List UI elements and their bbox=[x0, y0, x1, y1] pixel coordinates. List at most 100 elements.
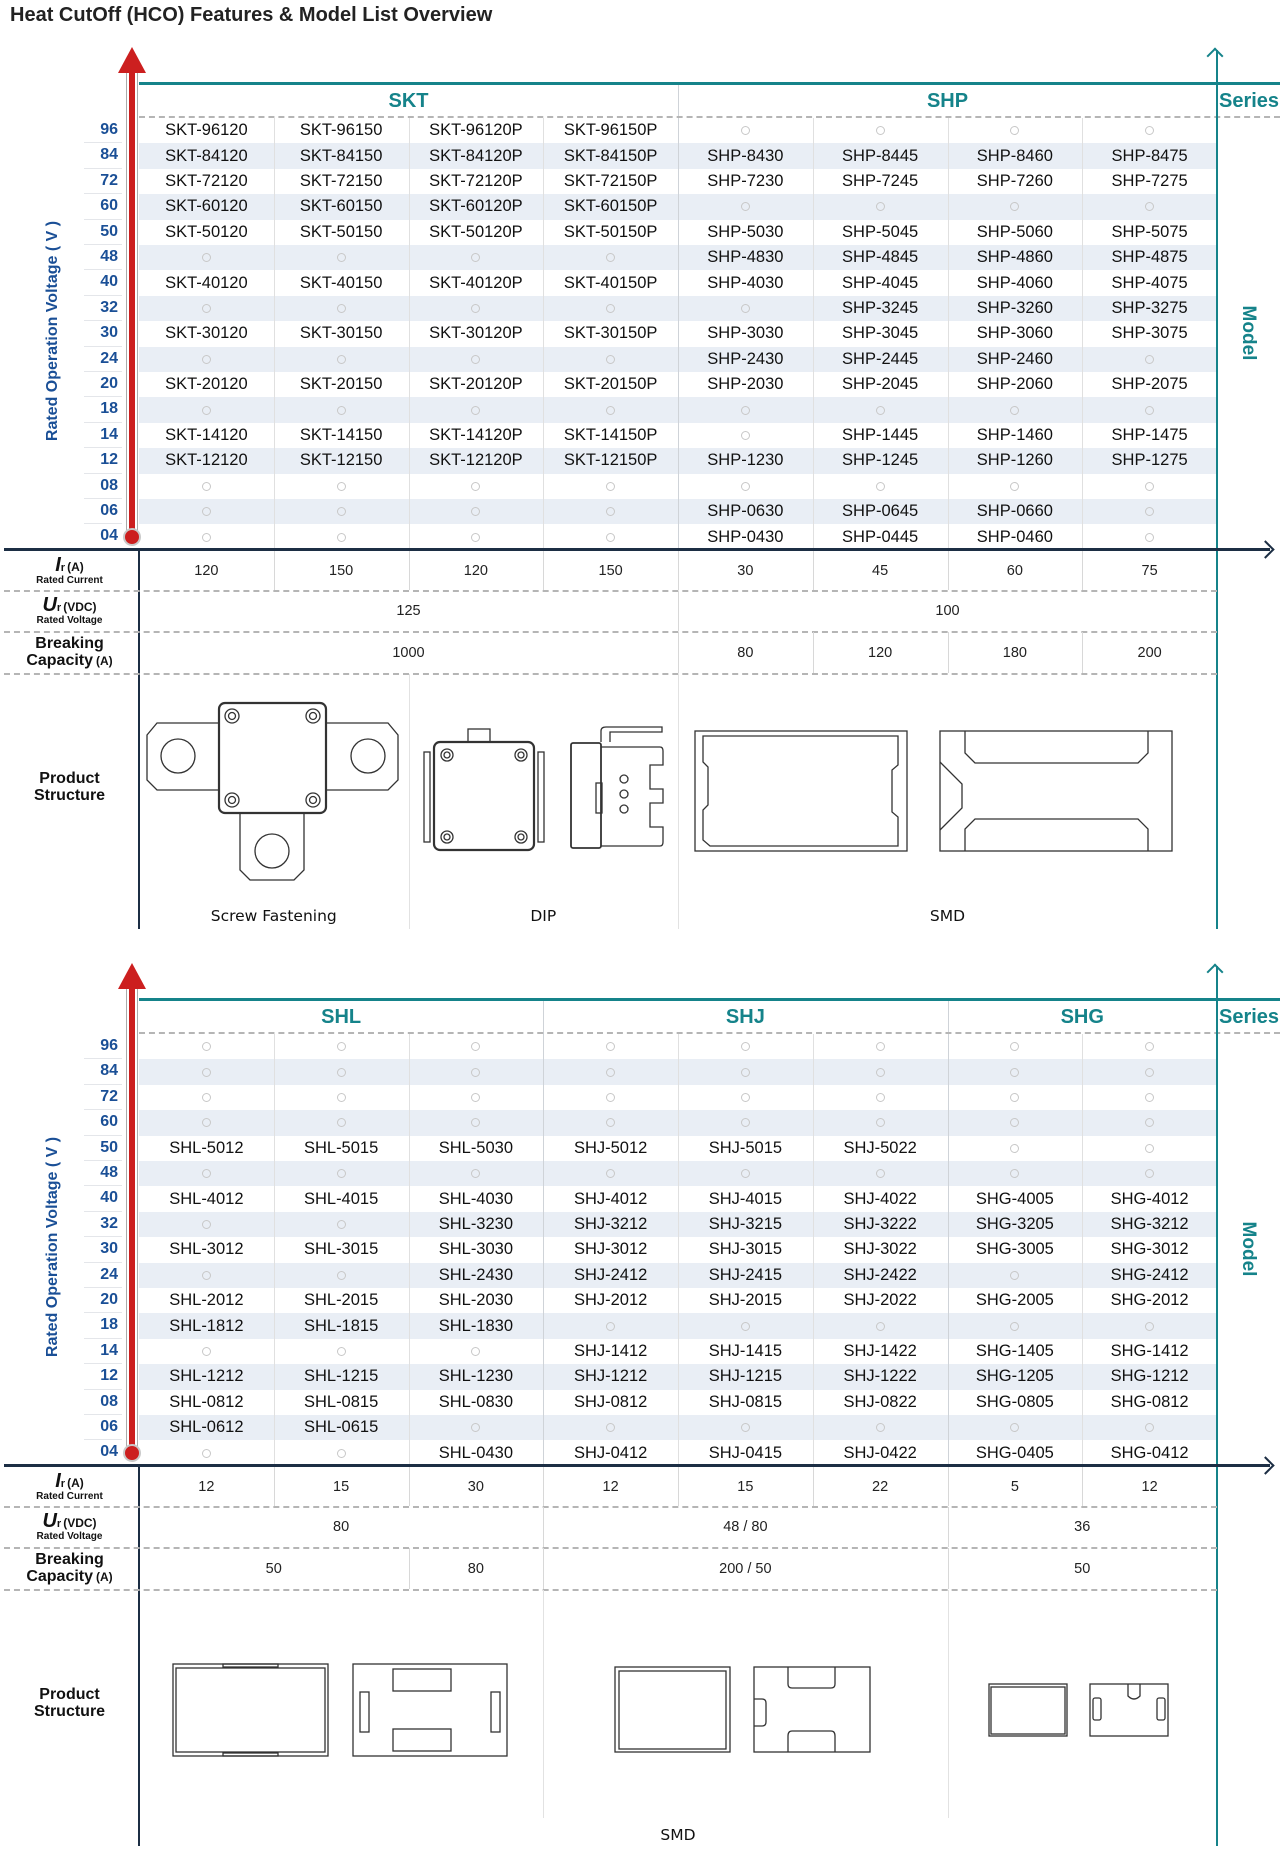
screw-fastening-drawing bbox=[146, 701, 399, 881]
voltage-tick bbox=[84, 498, 122, 499]
symbol: U bbox=[42, 1510, 57, 1533]
empty-cell bbox=[813, 1110, 948, 1135]
empty-cell bbox=[139, 474, 274, 499]
voltage-axis-label: Rated Operation Voltage ( V ) bbox=[44, 1136, 61, 1358]
empty-circle-icon bbox=[740, 126, 750, 136]
empty-circle-icon bbox=[740, 202, 750, 212]
model-cell: SHJ-4012 bbox=[573, 1189, 648, 1208]
empty-cell bbox=[678, 1034, 813, 1059]
breaking-capacity-value: 200 bbox=[1137, 644, 1162, 661]
model-cell: SHJ-4015 bbox=[708, 1189, 783, 1208]
model-cell: SKT-84150 bbox=[299, 146, 383, 165]
empty-cell bbox=[678, 194, 813, 219]
empty-cell bbox=[1082, 1313, 1217, 1338]
symbol-subscript: r bbox=[56, 602, 62, 615]
empty-cell bbox=[139, 1161, 274, 1186]
model-cell: SHP-2460 bbox=[976, 349, 1053, 368]
model-cell: SKT-14150P bbox=[563, 425, 658, 444]
rated-voltage-value: 48 / 80 bbox=[723, 1519, 768, 1535]
row-label-line1: Breaking bbox=[35, 1550, 104, 1568]
empty-cell bbox=[1082, 474, 1217, 499]
column-divider bbox=[947, 632, 949, 673]
empty-circle-icon bbox=[1145, 1118, 1155, 1128]
model-cell: SHJ-2422 bbox=[843, 1265, 917, 1284]
column-divider bbox=[812, 551, 814, 590]
empty-circle-icon bbox=[336, 1118, 346, 1128]
empty-cell bbox=[1082, 1415, 1217, 1440]
empty-circle-icon bbox=[1145, 507, 1155, 517]
empty-circle-icon bbox=[471, 405, 481, 415]
row-label-symbol: Ir(A) bbox=[55, 554, 84, 576]
model-cell: SKT-12120P bbox=[429, 451, 523, 470]
empty-cell bbox=[678, 474, 813, 499]
column-divider bbox=[947, 999, 949, 1465]
empty-circle-icon bbox=[336, 1067, 346, 1077]
model-cell: SHP-0660 bbox=[976, 502, 1053, 521]
model-cell: SHL-1215 bbox=[303, 1367, 379, 1386]
model-cell: SKT-84120 bbox=[165, 146, 248, 165]
column-divider bbox=[678, 1467, 679, 1506]
empty-cell bbox=[139, 296, 274, 321]
model-cell: SHJ-1215 bbox=[708, 1367, 783, 1386]
empty-cell bbox=[543, 1313, 678, 1338]
empty-cell bbox=[678, 423, 813, 448]
empty-circle-icon bbox=[1010, 1118, 1020, 1128]
column-divider bbox=[408, 1467, 410, 1506]
empty-circle-icon bbox=[1010, 1423, 1020, 1433]
empty-cell bbox=[274, 1212, 409, 1237]
empty-cell bbox=[1082, 1034, 1217, 1059]
empty-circle-icon bbox=[606, 1423, 616, 1433]
empty-circle-icon bbox=[1145, 126, 1155, 136]
row-label-caption: Rated Voltage bbox=[36, 1531, 103, 1543]
series-top-line bbox=[139, 82, 1280, 85]
breaking-capacity-value: 50 bbox=[265, 1560, 282, 1577]
model-cell: SKT-60150 bbox=[299, 197, 383, 216]
empty-circle-icon bbox=[1145, 405, 1155, 415]
dip-drawing bbox=[423, 726, 664, 852]
model-cell: SHL-2030 bbox=[438, 1291, 514, 1310]
model-axis-line bbox=[1216, 50, 1218, 929]
empty-circle-icon bbox=[740, 1321, 750, 1331]
voltage-tick bbox=[84, 1058, 122, 1060]
empty-circle-icon bbox=[606, 1118, 616, 1128]
empty-cell bbox=[274, 1161, 409, 1186]
model-cell: SHG-3205 bbox=[975, 1214, 1054, 1233]
empty-circle-icon bbox=[1145, 202, 1155, 212]
empty-cell bbox=[274, 1440, 409, 1465]
empty-cell bbox=[139, 347, 274, 372]
empty-cell bbox=[813, 1161, 948, 1186]
empty-circle-icon bbox=[336, 253, 346, 263]
voltage-label: 08 bbox=[100, 1392, 118, 1410]
shp-smd-drawing bbox=[694, 730, 1173, 852]
voltage-tick bbox=[84, 371, 122, 372]
voltage-tick bbox=[84, 1363, 122, 1365]
breaking-capacity-value: 180 bbox=[1002, 644, 1027, 661]
model-cell: SKT-40150 bbox=[299, 273, 383, 292]
model-cell: SKT-30150 bbox=[299, 324, 383, 343]
model-cell: SKT-96120 bbox=[165, 121, 248, 140]
model-cell: SHJ-3015 bbox=[708, 1240, 783, 1259]
empty-cell bbox=[139, 1339, 274, 1364]
empty-cell bbox=[409, 474, 544, 499]
series-header-shg: SHG bbox=[1060, 1005, 1104, 1028]
empty-circle-icon bbox=[336, 1219, 346, 1229]
empty-circle-icon bbox=[471, 532, 481, 542]
row-label-caption: Rated Current bbox=[36, 1490, 103, 1502]
unit: (VDC) bbox=[63, 1516, 97, 1531]
model-cell: SKT-40120 bbox=[165, 273, 248, 292]
empty-circle-icon bbox=[606, 1169, 616, 1179]
model-cell: SHG-2412 bbox=[1110, 1265, 1189, 1284]
rated-current-value: 75 bbox=[1141, 562, 1158, 579]
rated-voltage-value: 125 bbox=[396, 603, 421, 619]
empty-circle-icon bbox=[1145, 1092, 1155, 1102]
shj-drawing bbox=[614, 1666, 871, 1753]
symbol: I bbox=[55, 1469, 61, 1492]
voltage-tick bbox=[84, 1083, 122, 1085]
empty-circle-icon bbox=[606, 507, 616, 517]
model-cell: SHJ-1415 bbox=[708, 1341, 783, 1360]
empty-cell bbox=[948, 1161, 1083, 1186]
empty-circle-icon bbox=[336, 532, 346, 542]
model-cell: SHL-3230 bbox=[438, 1214, 514, 1233]
model-cell: SKT-72120 bbox=[165, 171, 248, 190]
